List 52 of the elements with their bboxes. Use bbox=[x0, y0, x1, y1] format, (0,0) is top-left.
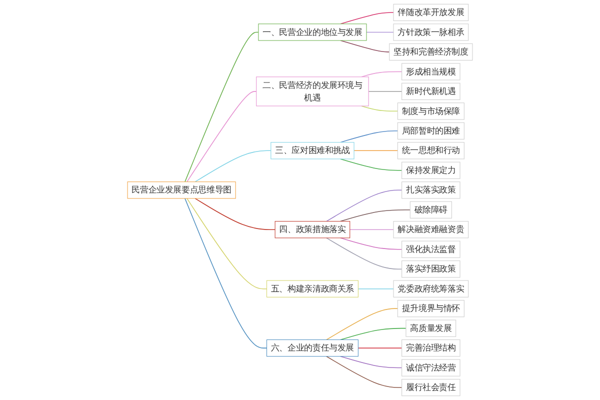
connector bbox=[366, 32, 394, 33]
connector bbox=[186, 91, 257, 182]
connector bbox=[340, 209, 411, 222]
node-box: 五、构建亲清政商关系 bbox=[266, 280, 358, 298]
node-box: 坚持和完善经济制度 bbox=[389, 43, 473, 61]
connector bbox=[184, 32, 259, 182]
node-box: 诚信守法经营 bbox=[402, 359, 460, 376]
node-box: 伴随改革开放发展 bbox=[393, 4, 469, 22]
connector bbox=[368, 91, 402, 92]
connector bbox=[340, 356, 402, 368]
node-box: 提升境界与情怀 bbox=[397, 300, 464, 318]
node-box: 高质量发展 bbox=[406, 320, 456, 337]
node-box: 一、民营企业的地位与发展 bbox=[258, 24, 367, 41]
node-box: 形成相当规模 bbox=[402, 63, 460, 80]
node-box: 二、民营经济的发展环境与机遇 bbox=[256, 76, 369, 106]
connector bbox=[326, 238, 402, 270]
connector bbox=[349, 229, 394, 230]
node-box: 破除障碍 bbox=[410, 201, 452, 218]
node-box: 三、应对困难和挑战 bbox=[270, 142, 354, 160]
connector bbox=[326, 190, 402, 222]
node-box: 党委政府统筹落实 bbox=[393, 280, 469, 298]
connector bbox=[326, 308, 398, 340]
node-box: 民营企业发展要点思维导图 bbox=[127, 182, 236, 199]
connector bbox=[326, 356, 402, 388]
node-box: 统一思想和行动 bbox=[397, 142, 464, 160]
connector bbox=[194, 150, 272, 182]
connector bbox=[340, 12, 394, 24]
node-box: 保持发展定力 bbox=[402, 162, 460, 179]
connector bbox=[186, 198, 268, 290]
connector bbox=[194, 198, 276, 230]
node-box: 解决融资难融资贵 bbox=[393, 221, 469, 238]
node-box: 落实纾困政策 bbox=[402, 260, 460, 278]
connector bbox=[361, 71, 402, 78]
connector bbox=[354, 150, 398, 152]
connector bbox=[340, 238, 402, 250]
connector bbox=[358, 288, 394, 290]
connector bbox=[340, 328, 406, 340]
node-box: 履行社会责任 bbox=[402, 378, 460, 396]
node-box: 四、政策措施落实 bbox=[274, 221, 350, 238]
node-box: 扎实落实政策 bbox=[402, 182, 460, 199]
node-box: 局部暂时的困难 bbox=[397, 122, 464, 140]
connector bbox=[340, 130, 398, 143]
node-box: 新时代新机遇 bbox=[402, 82, 460, 100]
connector bbox=[184, 198, 268, 348]
connector bbox=[340, 40, 390, 52]
connector bbox=[361, 106, 398, 112]
node-box: 六、企业的责任与发展 bbox=[266, 339, 358, 357]
connector bbox=[340, 158, 402, 171]
node-box: 强化执法监督 bbox=[402, 240, 460, 258]
node-box: 方针政策一脉相承 bbox=[393, 24, 469, 41]
node-box: 完善治理结构 bbox=[402, 339, 460, 357]
node-box: 制度与市场保障 bbox=[397, 102, 464, 120]
